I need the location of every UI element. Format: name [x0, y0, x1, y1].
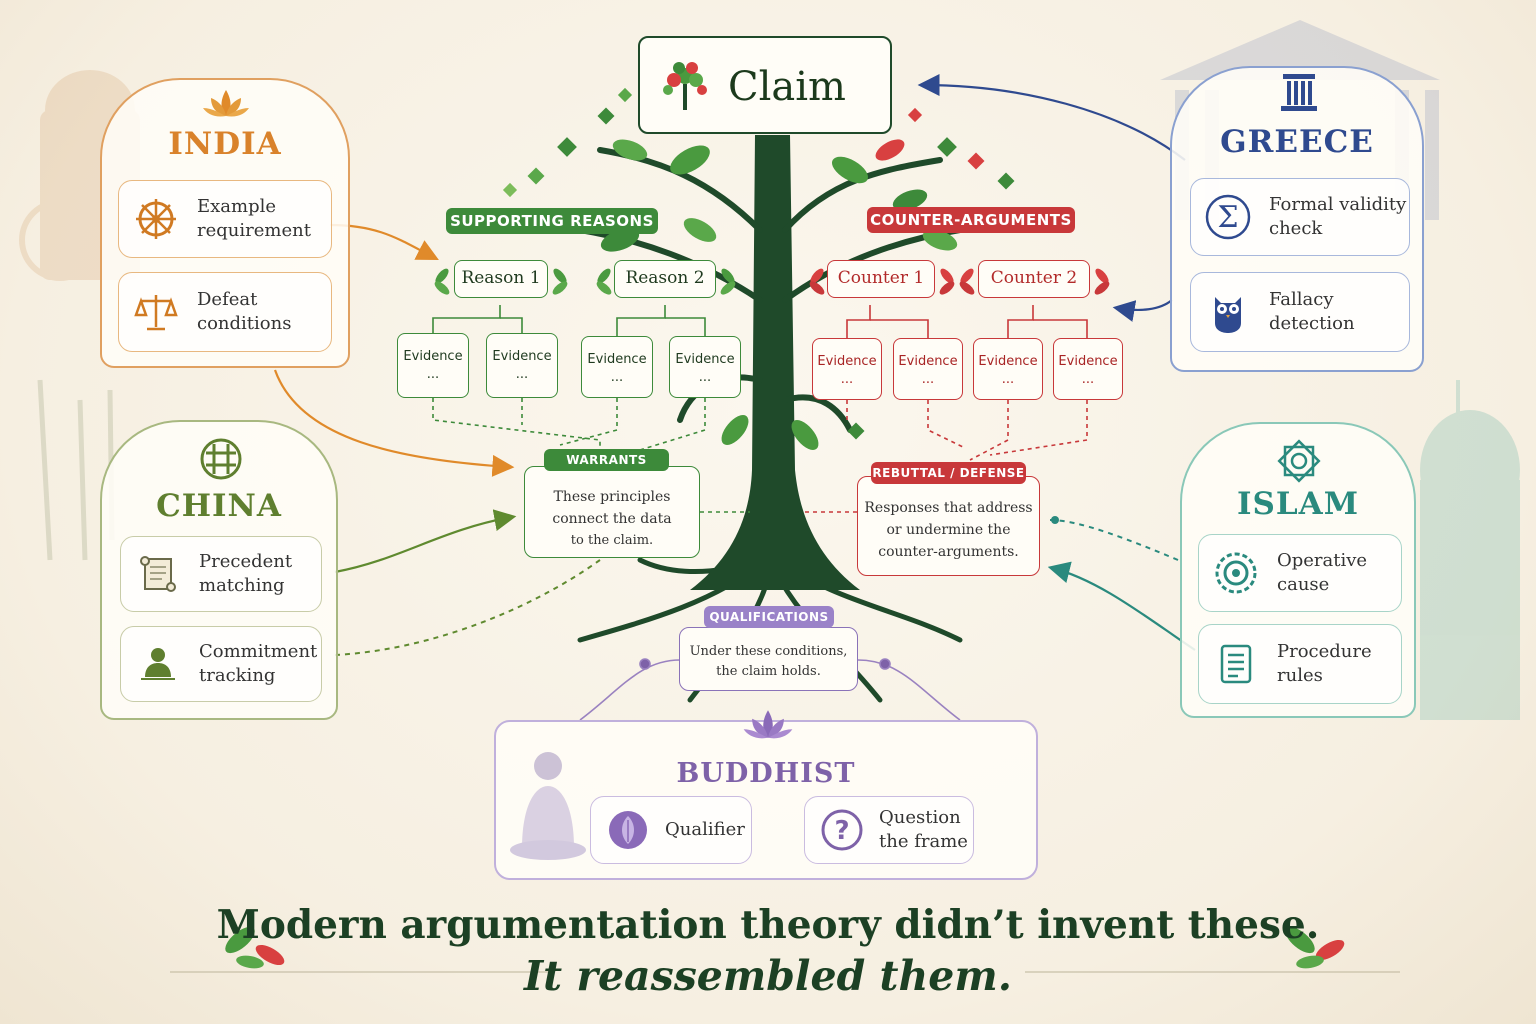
islam-arrow-to-rebuttal [1047, 561, 1196, 651]
leaf-icon [609, 811, 647, 849]
owl-icon [1215, 297, 1241, 333]
counter-box-1: Counter 1 [827, 260, 935, 298]
column-icon [1281, 74, 1317, 111]
red-leaf-sprig-icon [939, 268, 955, 295]
china-title: CHINA [156, 488, 282, 524]
lotus-icon [743, 710, 793, 739]
counter-evidence-2: Evidence... [893, 338, 963, 400]
tree-icon [663, 62, 707, 110]
greece-title: GREECE [1220, 124, 1374, 160]
warrants-banner: WARRANTS [544, 449, 669, 471]
rebuttal-dotted-links [805, 400, 1088, 513]
islam-title: ISLAM [1236, 486, 1360, 522]
star-emblem-icon [1277, 439, 1321, 483]
qualifications-banner: QUALIFICATIONS [704, 606, 834, 628]
supporting-evidence-3: Evidence... [581, 336, 653, 398]
caption-leaves-left [225, 926, 285, 969]
svg-text:?: ? [834, 816, 849, 846]
china-dotted-link [334, 559, 601, 656]
india-arrow-to-warrants [273, 369, 515, 477]
counter-box-2: Counter 2 [978, 260, 1090, 298]
india-title: INDIA [168, 126, 282, 162]
qualification-links [579, 658, 961, 721]
islam-dome-decoration [1420, 380, 1520, 720]
leaf-sprig-icon [552, 268, 568, 295]
greece-arrow-to-claim [917, 74, 1186, 161]
supporting-evidence-2: Evidence... [486, 333, 558, 398]
supporting-connectors [432, 305, 706, 338]
claim-label: Claim [728, 64, 846, 110]
warrant-dotted-links [432, 398, 750, 513]
caption-line-1: Modern argumentation theory didn’t inven… [216, 902, 1320, 948]
person-icon [141, 648, 175, 680]
counter-evidence-1: Evidence... [812, 338, 882, 400]
islam-dotted-link [1049, 519, 1179, 561]
reason-box-1: Reason 1 [454, 260, 548, 298]
supporting-evidence-1: Evidence... [397, 333, 469, 398]
greece-arrow-to-counters [1112, 299, 1173, 322]
red-leaf-sprig-icon [1094, 268, 1110, 295]
caption-line-2: It reassembled them. [523, 952, 1013, 1000]
tree-leaves [600, 139, 958, 450]
warrants-box: These principles connect the data to the… [524, 466, 700, 558]
caption-leaves-right [1285, 926, 1345, 969]
tree-trunk [690, 135, 860, 590]
buddhist-title: BUDDHIST [676, 758, 856, 789]
china-arrow-to-warrants [334, 509, 517, 574]
dharma-wheel-icon [136, 199, 176, 239]
lotus-icon [203, 90, 249, 117]
reason-box-2: Reason 2 [614, 260, 716, 298]
knot-emblem-icon [200, 438, 242, 480]
qualifications-box: Under these conditions, the claim holds. [679, 627, 858, 691]
gear-icon [1215, 552, 1257, 594]
counter-arguments-banner: COUNTER-ARGUMENTS [867, 207, 1075, 233]
leaf-sprig-icon [720, 268, 736, 295]
red-leaf-sprig-icon [959, 268, 975, 295]
svg-text:Σ: Σ [1217, 200, 1238, 235]
scales-icon [134, 295, 178, 331]
rebuttal-banner: REBUTTAL / DEFENSE [871, 462, 1026, 484]
counter-evidence-4: Evidence... [1053, 338, 1123, 400]
red-leaf-sprig-icon [809, 268, 825, 295]
buddhist-item-qualifier: Qualifier [590, 796, 752, 864]
scroll-icon [140, 556, 176, 592]
leaf-sprig-icon [596, 268, 612, 295]
supporting-reasons-banner: SUPPORTING REASONS [446, 208, 658, 234]
leaf-sprig-icon [434, 268, 450, 295]
sigma-icon: Σ [1205, 194, 1251, 240]
supporting-evidence-4: Evidence... [669, 336, 741, 398]
counter-evidence-3: Evidence... [973, 338, 1043, 400]
rebuttal-box: Responses that address or undermine the … [857, 476, 1040, 576]
counter-connectors [846, 305, 1088, 340]
question-icon: ? [821, 809, 863, 851]
claim-box: Claim [638, 36, 892, 134]
document-icon [1220, 644, 1252, 684]
buddha-figure-icon [510, 752, 586, 860]
